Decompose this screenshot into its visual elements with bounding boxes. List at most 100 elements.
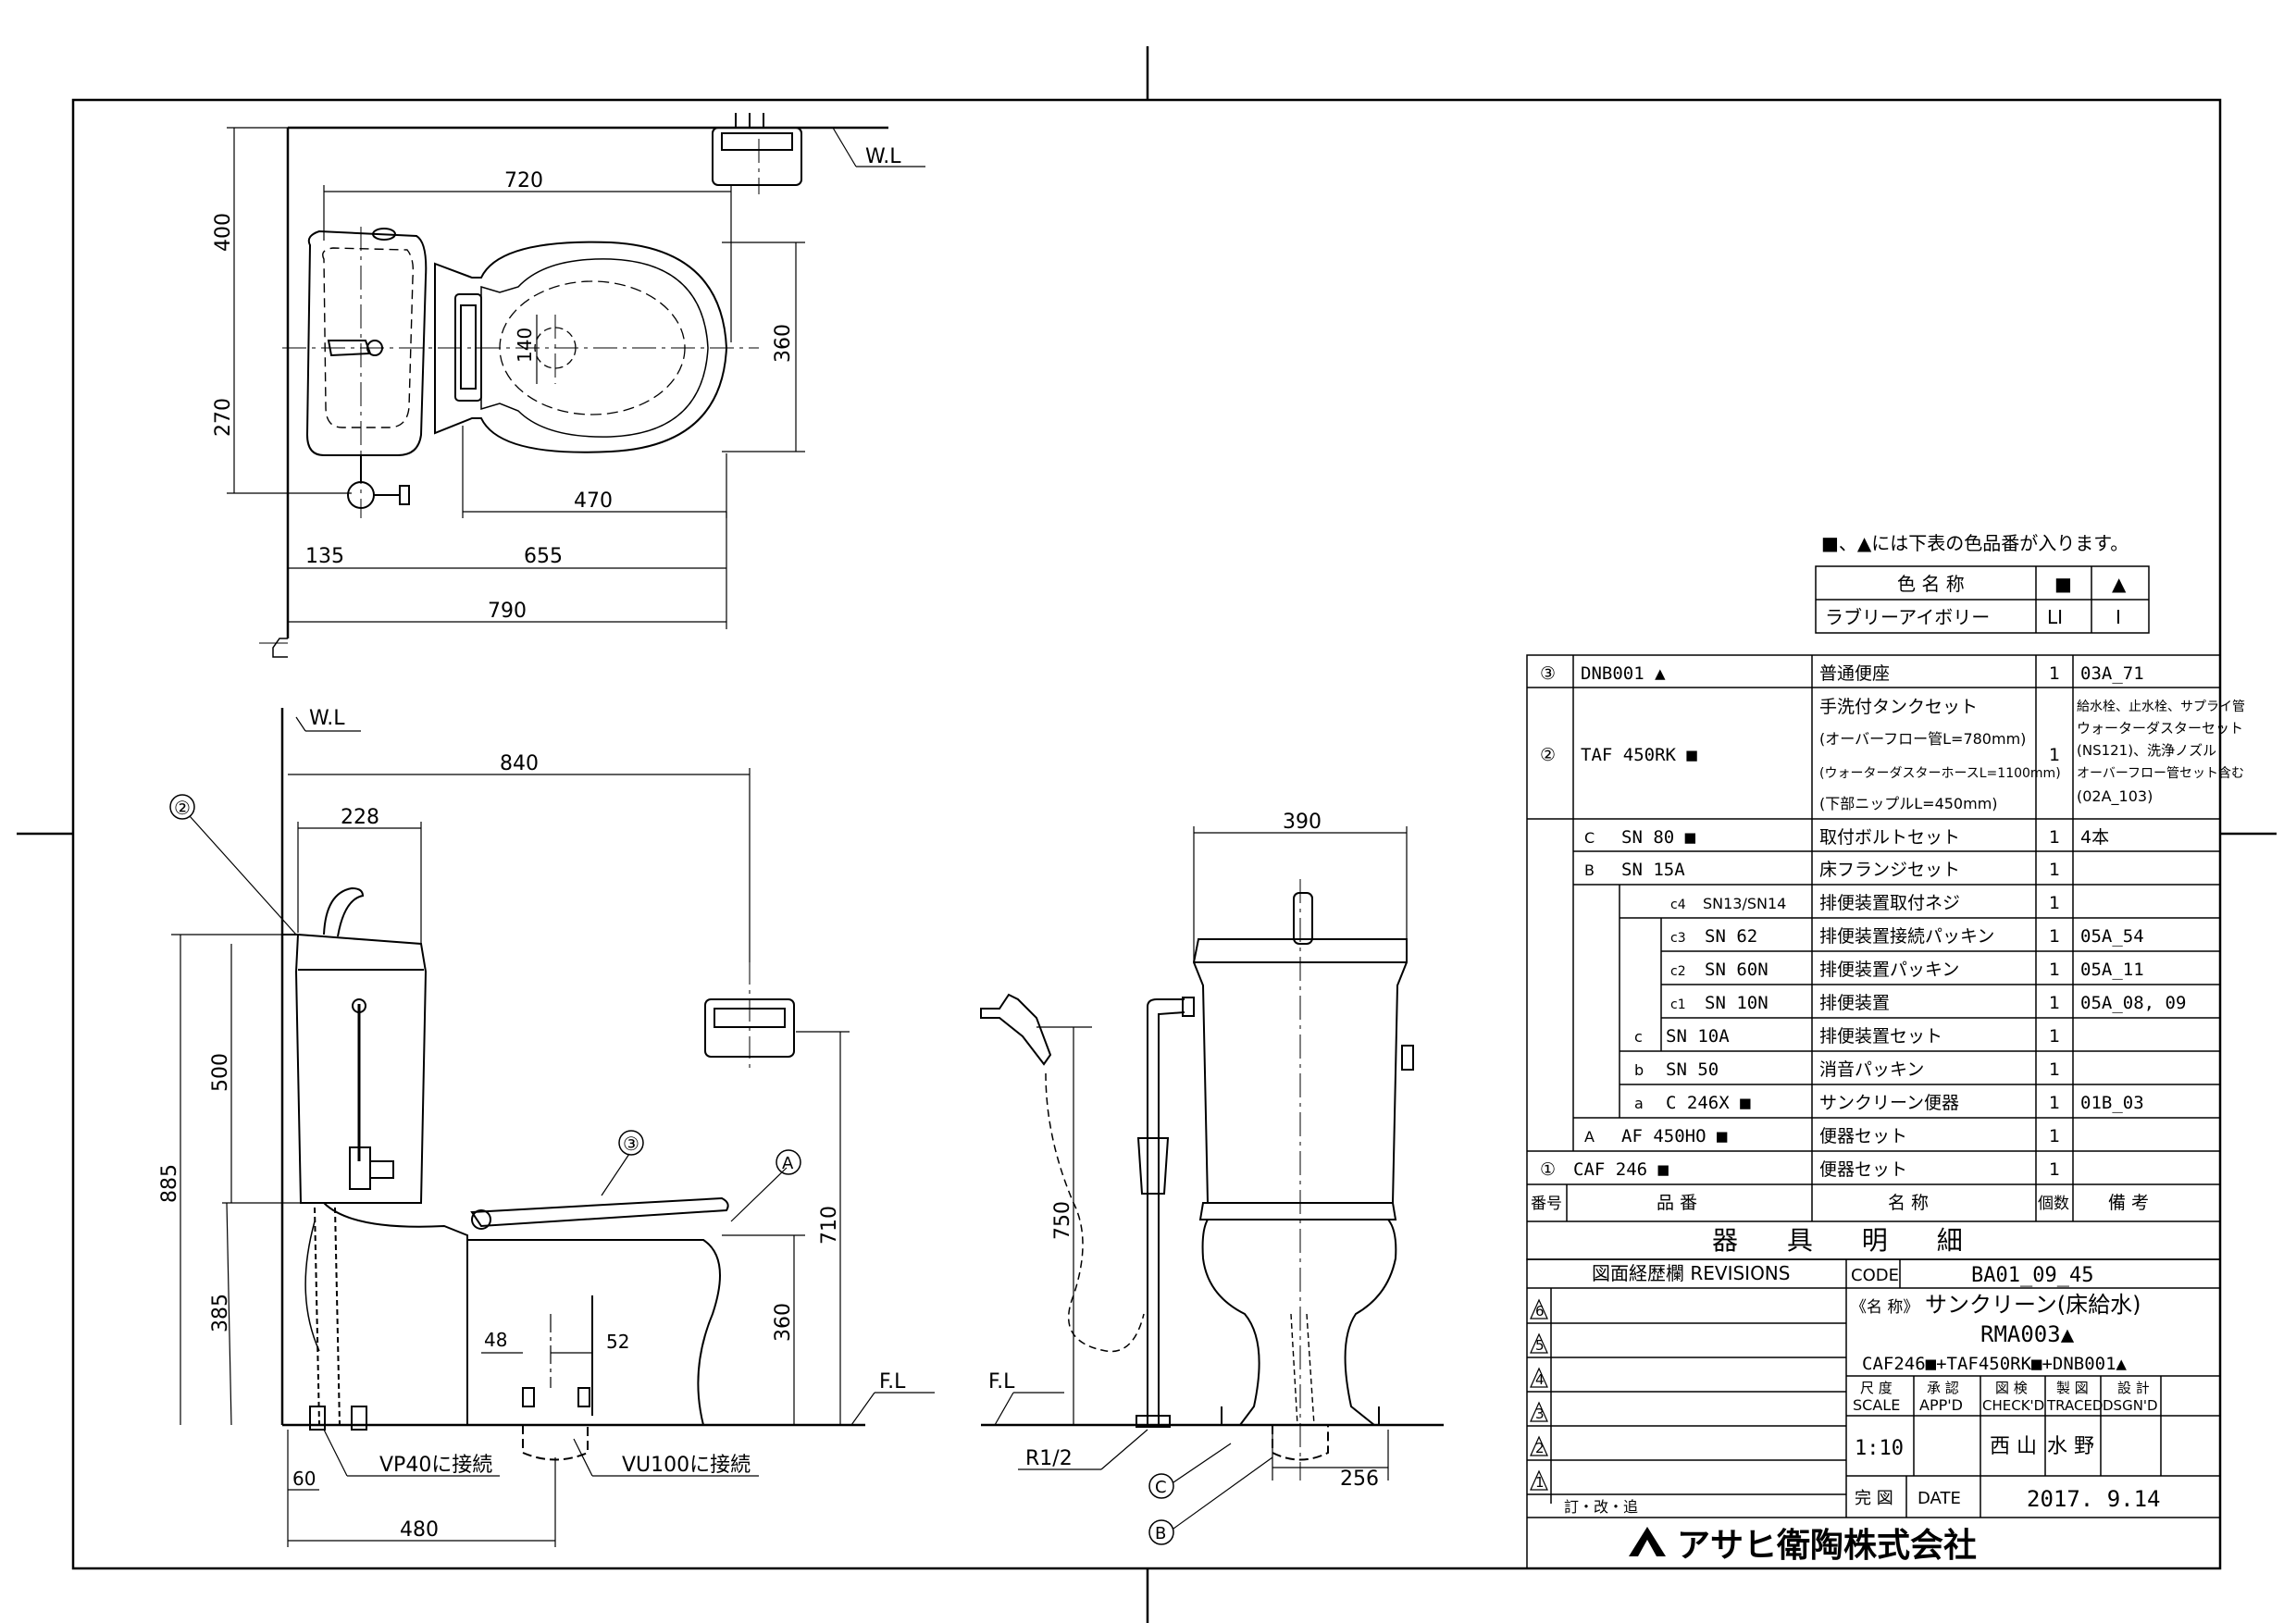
plan-dim-790: 790: [488, 600, 527, 623]
parts-qty-c: 1: [2049, 827, 2060, 848]
side-dim-840: 840: [500, 752, 539, 775]
parts-qty-asub: 1: [2049, 1093, 2060, 1113]
parts-qty-3: 1: [2049, 663, 2060, 684]
check-head-1: 図 検: [1995, 1380, 2028, 1396]
app-head-2: APP'D: [1919, 1396, 1963, 1414]
plan-dim-270: 270: [212, 398, 235, 437]
traced-value: 水 野: [2047, 1435, 2094, 1458]
parts-part-c2: SN 60N: [1705, 960, 1769, 980]
code-label: CODE: [1851, 1266, 1899, 1285]
color-row-triangle: I: [2116, 606, 2121, 628]
parts-qty-bsub: 1: [2049, 1059, 2060, 1080]
parts-part-asub: C 246X ■: [1666, 1093, 1751, 1113]
parts-qty-b: 1: [2049, 860, 2060, 880]
plan-dim-470: 470: [574, 489, 613, 513]
side-vu100-label: VU100に接続: [622, 1454, 751, 1477]
parts-qty-c1: 1: [2049, 993, 2060, 1013]
parts-qty-2: 1: [2049, 745, 2060, 765]
parts-note-c3: 05A_54: [2080, 926, 2144, 947]
parts-part-c4: SN13/SN14: [1703, 895, 1786, 912]
company-logo-icon: [1629, 1527, 1666, 1556]
front-view-labels: 390 750 256 F.L R1/2 C B: [988, 811, 1379, 1545]
parts-name-1: 便器セット: [1819, 1159, 1907, 1180]
parts-name-a: 便器セット: [1819, 1126, 1907, 1146]
title-block: [1526, 1258, 2221, 1569]
side-vp40-label: VP40に接続: [379, 1454, 492, 1477]
parts-no-asub: a: [1634, 1095, 1644, 1112]
parts-part-2: TAF 450RK ■: [1581, 745, 1697, 765]
parts-table: [1526, 654, 2221, 1260]
parts-part-c3: SN 62: [1705, 926, 1757, 947]
parts-no-c1: c1: [1670, 997, 1686, 1012]
parts-name-b: 床フランジセット: [1819, 860, 1960, 880]
rev-row-lines: [1527, 1322, 1846, 1495]
parts-header-note: 備 考: [2108, 1193, 2149, 1213]
side-dim-228: 228: [341, 806, 379, 829]
company-name: アサヒ衛陶株式会社: [1677, 1527, 1977, 1565]
front-r12-label: R1/2: [1025, 1447, 1073, 1470]
date-value: 2017. 9.14: [2027, 1486, 2161, 1512]
side-dim-48: 48: [484, 1329, 507, 1351]
scale-head-2: SCALE: [1853, 1396, 1900, 1414]
date-label: DATE: [1917, 1489, 1961, 1508]
rev-mark-4: 4: [1535, 1371, 1545, 1388]
callout-a: A: [782, 1154, 794, 1173]
parts-name-bsub: 消音パッキン: [1819, 1059, 1924, 1080]
revisions-label: 図面経歴欄 REVISIONS: [1592, 1262, 1790, 1284]
rev-mark-6: 6: [1535, 1303, 1545, 1319]
parts-note-c1: 05A_08, 09: [2080, 993, 2186, 1013]
front-dim-390: 390: [1283, 811, 1322, 834]
parts-note-2-l4: オーバーフロー管セット含む: [2077, 766, 2244, 781]
parts-part-csub: SN 10A: [1666, 1026, 1730, 1047]
plan-dim-140: 140: [514, 328, 536, 363]
rev-mark-2: 2: [1535, 1440, 1545, 1456]
rev-mark-3: 3: [1535, 1406, 1545, 1422]
color-header-triangle: ▲: [2112, 573, 2127, 595]
parts-no-c2: c2: [1670, 964, 1686, 979]
parts-name-2-l4: (下部ニップルL=450mm): [1819, 795, 1998, 812]
plan-view: [227, 113, 925, 658]
parts-header-qty: 個数: [2038, 1195, 2069, 1213]
parts-name-2-l1: 手洗付タンクセット: [1819, 697, 1978, 717]
parts-header-no: 番号: [1531, 1195, 1562, 1213]
parts-name-c4: 排便装置取付ネジ: [1819, 893, 1960, 913]
scale-value: 1:10: [1855, 1437, 1904, 1460]
side-dim-885: 885: [158, 1164, 181, 1203]
parts-part-b: SN 15A: [1621, 860, 1685, 880]
dsgn-head-2: DSGN'D: [2103, 1397, 2158, 1414]
side-dim-385: 385: [209, 1294, 232, 1332]
traced-head-1: 製 図: [2056, 1380, 2089, 1396]
parts-note-asub: 01B_03: [2080, 1093, 2144, 1113]
color-note: ■、▲には下表の色品番が入ります。: [1821, 532, 2128, 554]
color-row-square: LI: [2047, 606, 2063, 628]
traced-head-2: TRACED: [2046, 1397, 2103, 1414]
parts-table-title: 器 具 明 細: [1712, 1225, 1983, 1256]
plan-wl-label: W.L: [865, 145, 901, 168]
rev-mark-5: 5: [1535, 1337, 1545, 1354]
plan-dim-400: 400: [212, 213, 235, 252]
parts-no-3: ③: [1540, 663, 1556, 684]
parts-qty-c4: 1: [2049, 893, 2060, 913]
rev-footer: 訂・改・追: [1564, 1498, 1638, 1516]
plan-dimension-labels: 720 400 270 140 360 470 135 655 790 W.L: [212, 145, 901, 623]
dsgn-head-1: 設 計: [2117, 1380, 2150, 1396]
parts-name-asub: サンクリーン便器: [1819, 1093, 1959, 1113]
side-view: [171, 708, 935, 1547]
parts-note-c: 4本: [2080, 827, 2109, 848]
color-table: ■、▲には下表の色品番が入ります。 色 名 称 ■ ▲ ラブリーアイボリー LI…: [1815, 532, 2150, 634]
parts-qty-c2: 1: [2049, 960, 2060, 980]
parts-name-2-l2: (オーバーフロー管L=780mm): [1819, 730, 2026, 748]
side-fl-label: F.L: [879, 1370, 906, 1394]
parts-note-2-l5: (02A_103): [2077, 787, 2153, 806]
scale-head-1: 尺 度: [1860, 1380, 1893, 1396]
parts-part-c: SN 80 ■: [1621, 827, 1696, 848]
parts-note-2-l3: (NS121)、洗浄ノズル: [2077, 742, 2216, 759]
check-head-2: CHECK'D: [1982, 1397, 2044, 1414]
color-row-name: ラブリーアイボリー: [1825, 606, 1990, 628]
plan-dim-720: 720: [504, 169, 543, 192]
parts-no-c4: c4: [1670, 898, 1686, 912]
front-view: [980, 826, 1444, 1530]
app-head-1: 承 認: [1927, 1380, 1959, 1396]
parts-qty-csub: 1: [2049, 1026, 2060, 1047]
parts-part-a: AF 450HO ■: [1621, 1126, 1728, 1146]
